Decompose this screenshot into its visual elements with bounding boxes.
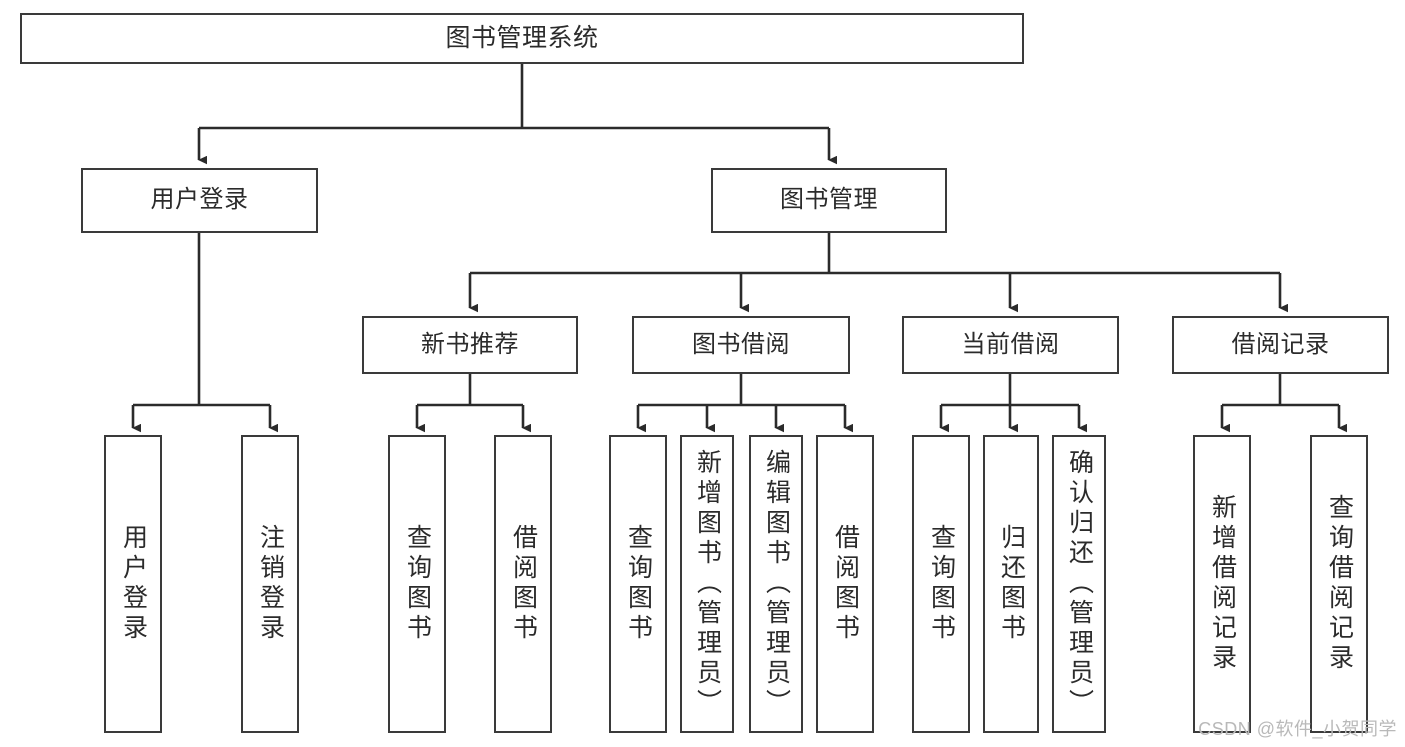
node-label: 借阅记录 <box>1231 330 1330 358</box>
leaf-query-book-current[interactable]: 查询图书 <box>912 435 970 733</box>
leaf-query-book-borrow[interactable]: 查询图书 <box>609 435 667 733</box>
leaf-query-book-recommend[interactable]: 查询图书 <box>388 435 446 733</box>
node-label: 图书管理 <box>780 186 878 214</box>
leaf-add-borrow-record[interactable]: 新增借阅记录 <box>1193 435 1251 733</box>
node-label: 归还图书 <box>997 524 1026 644</box>
node-label: 当前借阅 <box>961 330 1060 358</box>
node-label: 查询图书 <box>624 524 653 644</box>
leaf-borrow-book-recommend[interactable]: 借阅图书 <box>494 435 552 733</box>
leaf-query-borrow-record[interactable]: 查询借阅记录 <box>1310 435 1368 733</box>
node-label: 查询图书 <box>927 524 956 644</box>
leaf-return-book[interactable]: 归还图书 <box>983 435 1039 733</box>
leaf-edit-book-admin[interactable]: 编辑图书（管理员） <box>749 435 803 733</box>
node-root-book-management-system[interactable]: 图书管理系统 <box>20 13 1024 64</box>
node-label: 编辑图书（管理员） <box>762 449 791 719</box>
leaf-confirm-return-admin[interactable]: 确认归还（管理员） <box>1052 435 1106 733</box>
node-user-login[interactable]: 用户登录 <box>81 168 318 233</box>
node-label: 图书借阅 <box>692 330 790 358</box>
node-borrow-record[interactable]: 借阅记录 <box>1172 316 1389 374</box>
node-label: 用户登录 <box>150 186 249 214</box>
node-current-borrow[interactable]: 当前借阅 <box>902 316 1119 374</box>
node-label: 新增图书（管理员） <box>693 449 722 719</box>
node-label: 新增借阅记录 <box>1208 494 1237 674</box>
node-book-borrow[interactable]: 图书借阅 <box>632 316 850 374</box>
node-label: 借阅图书 <box>509 524 538 644</box>
leaf-user-login[interactable]: 用户登录 <box>104 435 162 733</box>
node-label: 确认归还（管理员） <box>1065 449 1094 719</box>
node-label: 注销登录 <box>256 524 285 644</box>
node-new-book-recommend[interactable]: 新书推荐 <box>362 316 578 374</box>
leaf-logout[interactable]: 注销登录 <box>241 435 299 733</box>
leaf-borrow-book[interactable]: 借阅图书 <box>816 435 874 733</box>
node-book-management[interactable]: 图书管理 <box>711 168 947 233</box>
node-label: 图书管理系统 <box>445 23 599 52</box>
csdn-watermark: CSDN @软件_小贺同学 <box>1198 719 1397 739</box>
node-label: 用户登录 <box>119 524 148 644</box>
node-label: 借阅图书 <box>831 524 860 644</box>
leaf-add-book-admin[interactable]: 新增图书（管理员） <box>680 435 734 733</box>
node-label: 查询图书 <box>403 524 432 644</box>
node-label: 新书推荐 <box>421 330 519 358</box>
node-label: 查询借阅记录 <box>1325 494 1354 674</box>
